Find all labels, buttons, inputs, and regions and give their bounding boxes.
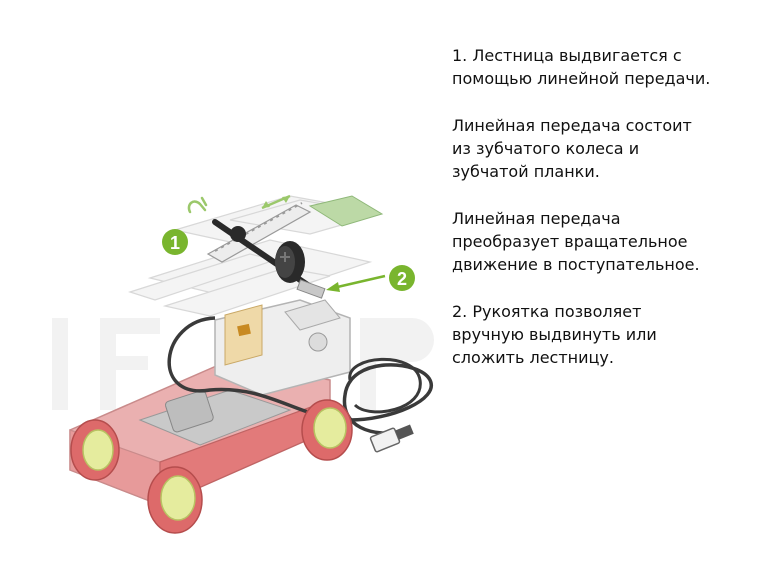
green-plate <box>308 195 384 227</box>
gear-rack <box>206 202 312 263</box>
chassis <box>69 359 331 506</box>
callout-2-label: 2 <box>397 269 407 289</box>
paragraph-gear-composition: Линейная передача состоит из зубчатого к… <box>452 116 692 181</box>
paragraph-linear-gear: 1. Лестница выдвигается с помощью линейн… <box>452 46 711 88</box>
pointer-arrow-icon <box>326 274 386 292</box>
wheel-rear <box>70 419 120 481</box>
callout-1: 1 <box>162 229 188 255</box>
paragraph-handle: 2. Рукоятка позволяет вручную выдвинуть … <box>452 302 657 367</box>
crank-handle <box>275 241 326 299</box>
robot-ladder-illustration: 1 2 <box>52 194 434 534</box>
callout-1-label: 1 <box>170 233 180 253</box>
wheel-front-right <box>301 399 353 461</box>
callout-2: 2 <box>389 265 415 291</box>
gear-wheel <box>230 226 246 242</box>
paragraph-motion-conversion: Линейная передача преобразует вращательн… <box>452 209 700 274</box>
wheel-front-left <box>147 466 203 534</box>
watermark-logo <box>52 318 434 410</box>
cable <box>167 316 433 435</box>
cable-loop <box>348 357 422 414</box>
usb-plug <box>369 424 414 453</box>
rotate-arrow-icon <box>187 196 208 214</box>
description-text: 1. Лестница выдвигается с помощью линейн… <box>452 44 752 369</box>
slide-arrow-icon <box>261 194 291 210</box>
